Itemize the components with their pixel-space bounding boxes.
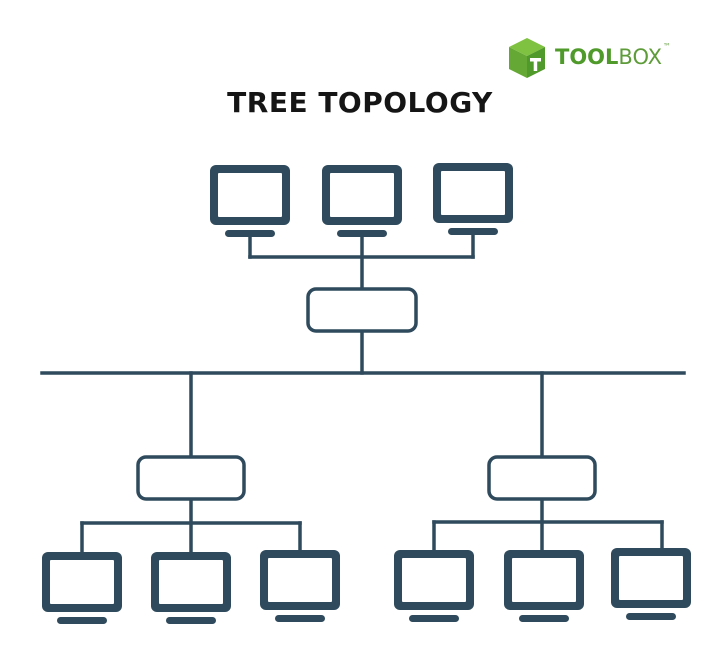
logo-text-regular: BOX xyxy=(618,45,663,69)
pc-right-3 xyxy=(611,548,691,620)
pc-left-2 xyxy=(151,552,231,624)
nodes xyxy=(42,163,691,624)
diagram-title: TREE TOPOLOGY xyxy=(227,86,493,119)
hub-top xyxy=(306,287,418,333)
trademark-symbol: ™ xyxy=(663,42,671,51)
pc-right-2 xyxy=(504,550,584,622)
toolbox-logo: TOOLBOX ™ xyxy=(505,36,680,80)
pc-top-3 xyxy=(433,163,513,235)
hub-right xyxy=(487,455,597,501)
pc-top-2 xyxy=(322,165,402,237)
logo-text-bold: TOOL xyxy=(555,45,619,69)
green-cube-icon xyxy=(509,38,545,78)
pc-left-1 xyxy=(42,552,122,624)
pc-top-1 xyxy=(210,165,290,237)
connections xyxy=(40,232,686,554)
pc-right-1 xyxy=(394,550,474,622)
hub-left xyxy=(136,455,246,501)
pc-left-3 xyxy=(260,550,340,622)
logo-text: TOOLBOX xyxy=(555,45,662,69)
